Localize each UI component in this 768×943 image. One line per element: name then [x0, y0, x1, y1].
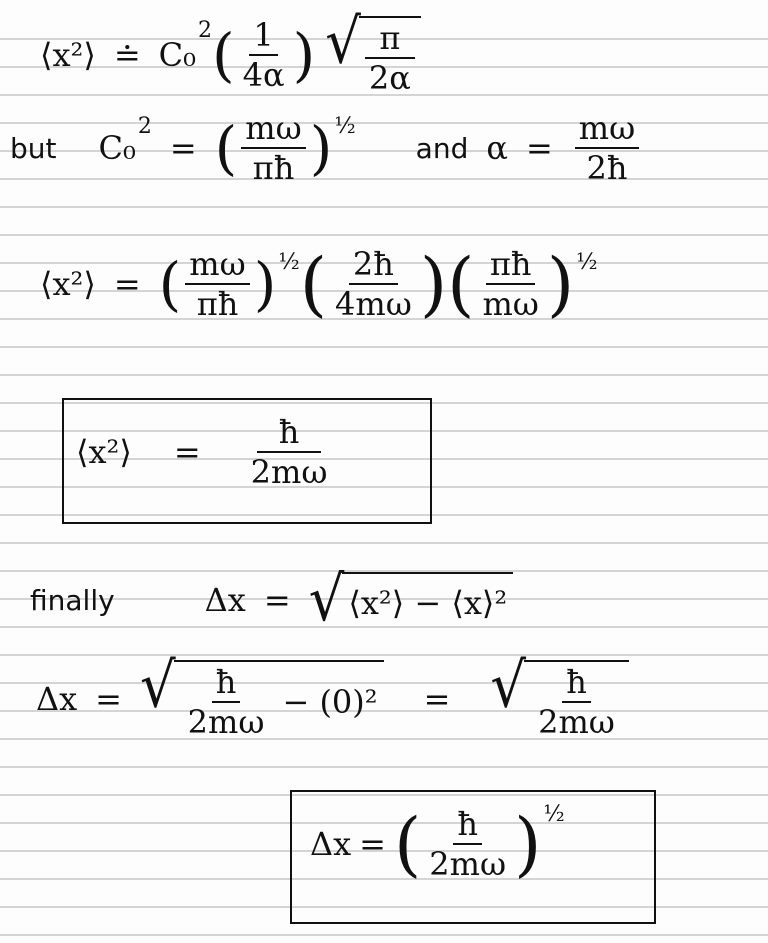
radical-sign: √	[308, 563, 345, 636]
eq1-root-fraction: π 2α	[364, 19, 415, 94]
eq6-square-root-1: √ ħ 2mω − (0)²	[140, 656, 384, 738]
eq6-root-2-fraction: ħ 2mω	[534, 666, 619, 738]
eq3-fraction-2-numerator: 2ħ	[348, 248, 398, 285]
eq1-square-root: √ π 2α	[325, 12, 421, 94]
eq4-equals: =	[173, 433, 201, 471]
equation-7: Δx = ( ħ 2mω ) ½	[310, 802, 565, 885]
eq6-root-1-numerator: ħ	[211, 666, 241, 703]
eq1-root-denominator: 2α	[364, 57, 415, 94]
left-paren: (	[393, 803, 422, 885]
eq2-alpha-fraction: mω 2ħ	[574, 112, 640, 187]
eq1-relation: ≐	[113, 36, 141, 74]
eq6-root-2-denominator: 2mω	[538, 703, 615, 741]
eq5-lhs: Δx	[204, 581, 246, 619]
eq2-equals-2: =	[525, 129, 553, 167]
left-paren: (	[447, 243, 475, 325]
eq4-numerator: ħ	[256, 416, 322, 453]
eq3-lhs: ⟨x²⟩	[40, 265, 96, 303]
eq3-fraction-3-exponent: ½	[576, 250, 598, 275]
eq3-equals: =	[113, 265, 141, 303]
eq2-alpha-denominator: 2ħ	[586, 149, 628, 187]
eq2-fraction-denominator: πħ	[252, 149, 295, 187]
equation-4: ⟨x²⟩ = ħ 2mω	[76, 416, 335, 488]
eq5-prefix: finally	[30, 583, 115, 617]
eq1-lhs: ⟨x²⟩	[40, 36, 96, 74]
eq1-root-numerator: π	[379, 19, 401, 57]
eq6-equals-2: =	[423, 680, 451, 718]
eq6-equals: =	[95, 680, 122, 718]
eq3-fraction-3-denominator: mω	[482, 285, 539, 323]
eq1-fraction-denominator: 4α	[242, 56, 285, 94]
equation-6: Δx = √ ħ 2mω − (0)² = √ ħ 2mω	[36, 656, 629, 738]
eq6-root-1-fraction: ħ 2mω	[184, 666, 269, 738]
eq7-denominator: 2mω	[429, 845, 507, 883]
eq3-fraction-2-denominator: 4mω	[335, 285, 412, 323]
eq2-fraction-numerator: mω	[241, 112, 306, 149]
equation-5: finally Δx = √ ⟨x²⟩ − ⟨x⟩²	[30, 563, 514, 636]
eq6-root-1-denominator: 2mω	[187, 703, 265, 741]
eq2-equals: =	[169, 129, 197, 167]
eq3-fraction-3-numerator: πħ	[485, 248, 536, 285]
eq5-square-root: √ ⟨x²⟩ − ⟨x⟩²	[308, 563, 514, 636]
eq1-coefficient-exponent: 2	[197, 18, 212, 43]
eq2-alpha: α	[486, 129, 508, 167]
eq1-coefficient: C₀	[158, 36, 196, 74]
right-paren: )	[419, 243, 448, 325]
right-paren: )	[309, 114, 333, 182]
right-paren: )	[292, 21, 316, 89]
equation-1: ⟨x²⟩ ≐ C₀ 2 ( 1 4α ) √ π 2α	[40, 12, 421, 94]
eq6-lhs: Δx	[36, 680, 78, 718]
eq2-prefix: but	[10, 131, 57, 165]
eq4-denominator: 2mω	[250, 453, 328, 491]
left-paren: (	[214, 114, 238, 182]
eq2-alpha-numerator: mω	[574, 112, 640, 149]
eq3-fraction-1: mω πħ	[185, 248, 250, 323]
eq7-lhs: Δx	[310, 825, 352, 863]
eq3-fraction-2: 2ħ 4mω	[331, 248, 416, 320]
eq7-exponent: ½	[543, 802, 565, 827]
eq6-root-2-numerator: ħ	[562, 666, 591, 703]
radical-sign: √	[139, 650, 176, 723]
result-box-1	[62, 398, 432, 524]
eq5-equals: =	[263, 581, 291, 619]
left-paren: (	[211, 21, 235, 89]
eq1-fraction: 1 4α	[239, 19, 289, 91]
result-box-2	[290, 790, 656, 924]
eq6-root-1-tail: − (0)²	[282, 683, 378, 721]
eq2-conjunction: and	[415, 131, 469, 165]
eq1-fraction-numerator: 1	[249, 19, 278, 56]
eq2-exponent: ½	[334, 114, 356, 139]
eq4-lhs: ⟨x²⟩	[76, 433, 132, 471]
eq3-fraction-1-exponent: ½	[278, 250, 300, 275]
left-paren: (	[299, 243, 328, 325]
equation-3: ⟨x²⟩ = ( mω πħ ) ½ ( 2ħ 4mω ) ( πħ mω ) …	[40, 248, 598, 320]
eq7-fraction: ħ 2mω	[425, 808, 510, 880]
eq7-equals: =	[359, 825, 386, 863]
eq3-fraction-1-denominator: πħ	[196, 285, 239, 323]
right-paren: )	[253, 250, 277, 318]
eq3-fraction-3: πħ mω	[478, 248, 542, 320]
radical-sign: √	[325, 6, 361, 79]
eq4-fraction: ħ 2mω	[247, 416, 332, 488]
eq5-radicand: ⟨x²⟩ − ⟨x⟩²	[342, 572, 514, 628]
equation-2: but C₀ 2 = ( mω πħ ) ½ and α = mω 2ħ	[10, 112, 643, 184]
right-paren: )	[514, 803, 542, 885]
left-paren: (	[158, 250, 182, 318]
eq3-fraction-1-numerator: mω	[185, 248, 250, 285]
eq2-coefficient-exponent: 2	[137, 114, 152, 139]
eq2-coefficient: C₀	[98, 129, 136, 167]
eq2-fraction: mω πħ	[241, 112, 306, 187]
eq7-numerator: ħ	[453, 808, 482, 845]
radical-sign: √	[490, 650, 527, 723]
eq6-square-root-2: √ ħ 2mω	[490, 656, 629, 738]
right-paren: )	[546, 243, 575, 325]
